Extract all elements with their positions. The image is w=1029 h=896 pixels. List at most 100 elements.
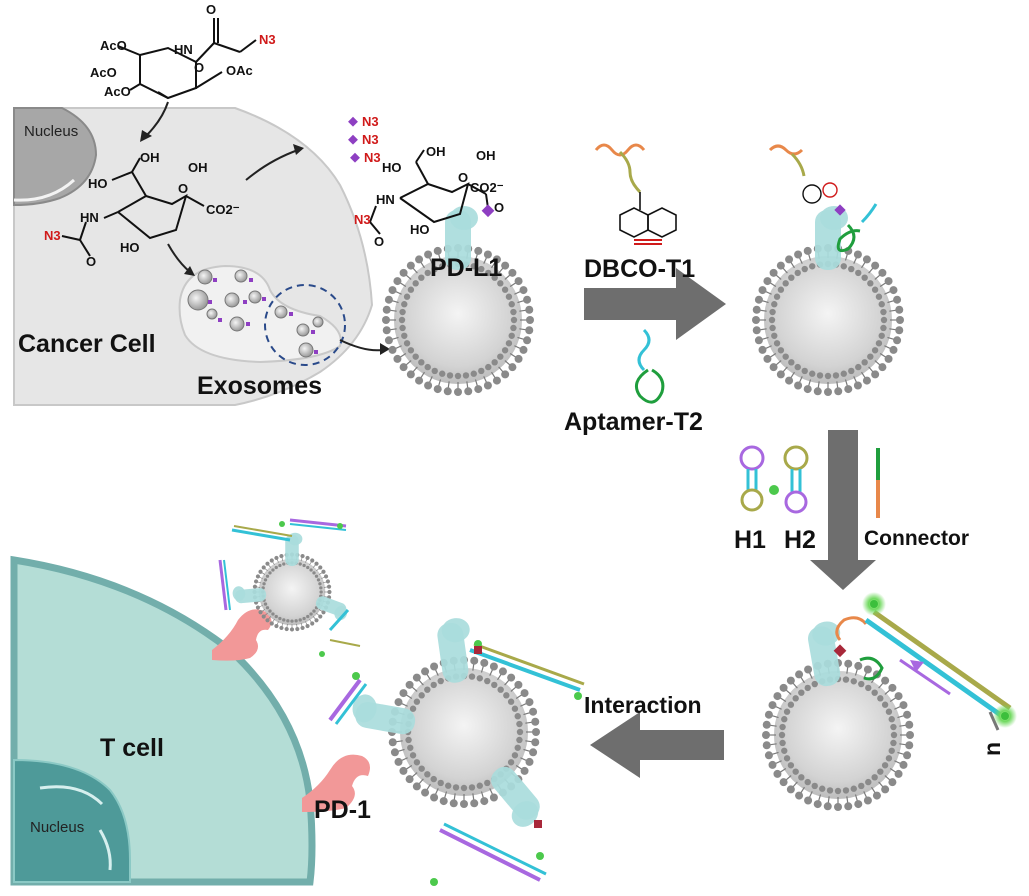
lipid-head xyxy=(520,766,529,775)
nucleus-bottom xyxy=(13,758,131,883)
small-exosome xyxy=(312,316,324,328)
lipid-head xyxy=(773,769,782,778)
lipid-head xyxy=(474,385,483,394)
lipid-head xyxy=(769,268,778,277)
lipid-head xyxy=(514,354,523,363)
lipid-head xyxy=(318,614,323,619)
lipid-head xyxy=(826,787,834,794)
lipid-head xyxy=(470,263,477,270)
lipid-head xyxy=(514,680,523,689)
lipid-head xyxy=(505,293,513,300)
lipid-head xyxy=(525,757,534,766)
carboxylate-label: CO2⁻ xyxy=(206,202,240,217)
lipid-head xyxy=(306,614,310,619)
lipid-head xyxy=(430,662,439,671)
lipid-head xyxy=(889,286,898,295)
small-exosome xyxy=(224,292,240,308)
ring-o-label: O xyxy=(194,60,204,75)
lipid-head xyxy=(514,277,523,286)
lipid-head xyxy=(295,626,300,632)
lipid-head xyxy=(298,618,302,622)
lipid-head xyxy=(413,759,421,766)
small-exosome xyxy=(197,269,213,285)
lipid-head xyxy=(261,565,266,570)
lipid-head xyxy=(464,387,473,396)
ring-o-label: O xyxy=(178,181,188,196)
lipid-head xyxy=(405,736,412,744)
pd1-label: PD-1 xyxy=(314,796,371,824)
lipid-head xyxy=(454,388,462,396)
lipid-head xyxy=(752,316,760,324)
lipid-head xyxy=(258,569,263,574)
lipid-head xyxy=(407,744,414,751)
lipid-head xyxy=(424,363,431,371)
lipid-head xyxy=(278,616,282,621)
lipid-head xyxy=(844,385,853,394)
lipid-head xyxy=(263,602,268,606)
small-exosome xyxy=(206,308,218,320)
lipid-head xyxy=(433,385,442,394)
lipid-head xyxy=(844,802,853,811)
lipid-head xyxy=(489,793,498,802)
lipid-head xyxy=(871,370,880,379)
lipid-head xyxy=(263,578,268,582)
lipid-head xyxy=(890,731,898,739)
lipid-head xyxy=(501,347,509,354)
lipid-head xyxy=(794,269,801,277)
lipid-head xyxy=(412,673,421,682)
hn-label: HN xyxy=(376,192,395,207)
lipid-head xyxy=(415,376,424,385)
lipid-head xyxy=(779,683,788,692)
lipid-head xyxy=(787,762,795,769)
n3-label: N3 xyxy=(354,212,371,227)
lipid-head xyxy=(803,246,812,255)
n3-label: N3 xyxy=(362,114,379,129)
lipid-head xyxy=(890,739,897,747)
lipid-head xyxy=(462,372,470,379)
lipid-head xyxy=(862,376,871,385)
lipid-head xyxy=(445,782,452,789)
connector-label: Connector xyxy=(864,527,969,550)
lipid-head xyxy=(863,796,872,805)
lipid-head xyxy=(878,268,887,277)
lipid-head xyxy=(302,616,306,621)
arrow-uptake xyxy=(145,101,169,137)
lipid-head xyxy=(507,698,515,705)
lipid-head xyxy=(779,778,788,787)
lipid-head xyxy=(485,269,492,277)
lipid-head xyxy=(483,381,492,390)
lipid-head xyxy=(896,316,904,324)
lipid-head xyxy=(443,387,452,396)
lipid-head xyxy=(393,354,402,363)
lipid-head xyxy=(773,692,782,701)
n-repeat-label: n xyxy=(979,742,1005,756)
lipid-head xyxy=(779,739,786,747)
sialic-acid-on-pdl1: OH HO OH HN HO O CO2⁻ O N3 O xyxy=(354,144,504,249)
lipid-head xyxy=(325,579,331,584)
ho-label: HO xyxy=(120,240,140,255)
lipid-head xyxy=(405,775,414,784)
t-cell: T cell Nucleus xyxy=(10,555,316,886)
lipid-head xyxy=(832,372,840,379)
lipid-head xyxy=(783,708,791,715)
lipid-head xyxy=(439,370,446,377)
lipid-head xyxy=(763,354,772,363)
lipid-head xyxy=(878,363,887,372)
azide-tags xyxy=(208,278,318,354)
lipid-head xyxy=(327,589,332,595)
lipid-head xyxy=(286,619,290,623)
lipid-head xyxy=(406,370,415,379)
lipid-head xyxy=(781,716,788,723)
lipid-head xyxy=(840,370,847,377)
lipid-head xyxy=(406,261,415,270)
small-exosome xyxy=(298,342,314,358)
lipid-head xyxy=(501,286,509,293)
lipid-head xyxy=(279,625,284,631)
lipid-head xyxy=(834,787,842,795)
lipid-head xyxy=(888,778,897,787)
lipid-head xyxy=(865,778,872,786)
lipid-head xyxy=(399,363,408,372)
o-label: O xyxy=(494,200,504,215)
lipid-head xyxy=(773,293,781,300)
lipid-head xyxy=(848,265,855,273)
